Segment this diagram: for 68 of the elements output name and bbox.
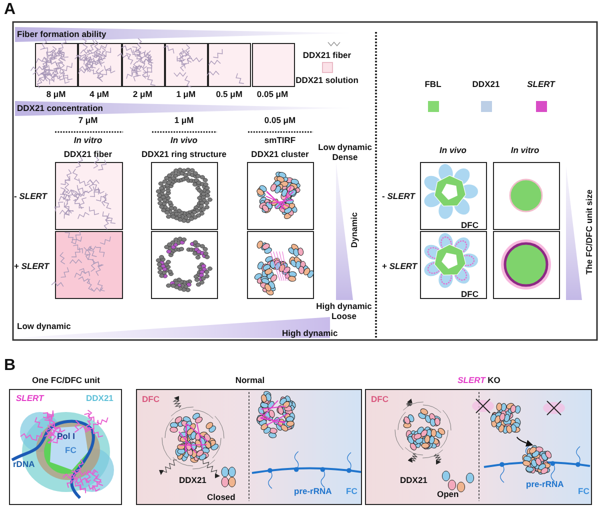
panel-letter: A — [4, 1, 16, 20]
ring-image-panel — [151, 162, 218, 230]
axis-label: Dynamic — [350, 212, 360, 248]
region-label: DFC — [461, 290, 478, 300]
legend-label: DDX21 solution — [296, 76, 358, 86]
concentration-label: 2 μM — [132, 90, 152, 100]
cluster-image-panel — [247, 231, 314, 299]
concentration-label: 0.05 μM — [264, 116, 296, 126]
row-label: - SLERT — [14, 192, 47, 202]
axis-label: Low dynamic Dense — [317, 143, 373, 163]
column-heading: DDX21 ring structure — [141, 150, 227, 160]
molecule-label: SLERT — [16, 394, 44, 404]
molecule-label: Pol I — [57, 432, 75, 442]
region-label: FC — [578, 487, 590, 497]
concentration-label: 0.5 μM — [216, 90, 242, 100]
concentration-label: 1 μM — [176, 90, 196, 100]
cluster-image-panel — [247, 162, 314, 230]
row-label: + SLERT — [382, 262, 418, 272]
nucleolus-image-panel — [420, 162, 487, 230]
row-label: - SLERT — [382, 192, 415, 202]
row-label: + SLERT — [14, 262, 50, 272]
region-label: DFC — [461, 221, 478, 231]
concentration-label: 0.05 μM — [256, 90, 288, 100]
method-label: smTIRF — [264, 136, 296, 146]
concentration-label: 1 μM — [174, 116, 194, 126]
concentration-label: 8 μM — [46, 90, 66, 100]
region-label: DFC — [142, 395, 160, 405]
condition-label: In vitro — [74, 136, 102, 146]
molecule-label: pre-rRNA — [294, 487, 332, 497]
legend-label: SLERT — [527, 80, 555, 90]
fiber-image-panel — [164, 43, 208, 87]
axis-label: The FC/DFC unit size — [585, 190, 595, 274]
panel-heading: Normal — [235, 376, 265, 386]
axis-label: Low dynamic — [17, 322, 71, 332]
column-heading: DDX21 fiber — [64, 150, 112, 160]
molecule-label: DDX21 — [179, 476, 206, 486]
panel-heading: One FC/DFC unit — [32, 376, 100, 386]
legend-label: DDX21 — [472, 80, 500, 90]
condition-label: In vivo — [170, 136, 198, 146]
fiber-image-panel — [208, 43, 252, 87]
axis-label: High dynamic Loose — [315, 302, 373, 322]
region-label: FC — [65, 446, 76, 456]
legend-label: FBL — [424, 80, 442, 90]
droplet-image-panel — [493, 162, 560, 230]
molecule-label: pre-rRNA — [526, 480, 564, 490]
nucleolus-image-panel — [420, 231, 487, 299]
legend-label: DDX21 fiber — [302, 51, 352, 61]
state-label: Open — [437, 490, 459, 500]
condition-label: In vivo — [440, 146, 466, 156]
concentration-label: 7 μM — [78, 116, 98, 126]
section-heading: DDX21 concentration — [17, 104, 103, 114]
molecule-label: DDX21 — [400, 476, 428, 486]
panel-letter: B — [4, 357, 16, 376]
axis-label: High dynamic — [282, 329, 338, 339]
droplet-image-panel — [493, 231, 560, 299]
empty-panel — [252, 43, 295, 87]
state-label: Closed — [207, 493, 236, 503]
condition-label: In vitro — [510, 146, 540, 156]
column-heading: DDX21 cluster — [251, 150, 309, 160]
section-heading: Fiber formation ability — [17, 30, 106, 40]
concentration-label: 4 μM — [90, 90, 109, 100]
arrow — [516, 436, 534, 447]
molecule-label: DDX21 — [86, 394, 114, 404]
region-label: DFC — [371, 395, 388, 405]
molecule-label: rDNA — [13, 460, 35, 470]
ring-image-panel — [151, 231, 218, 299]
panel-heading: SLERT KO — [458, 376, 500, 386]
region-label: FC — [346, 487, 358, 497]
